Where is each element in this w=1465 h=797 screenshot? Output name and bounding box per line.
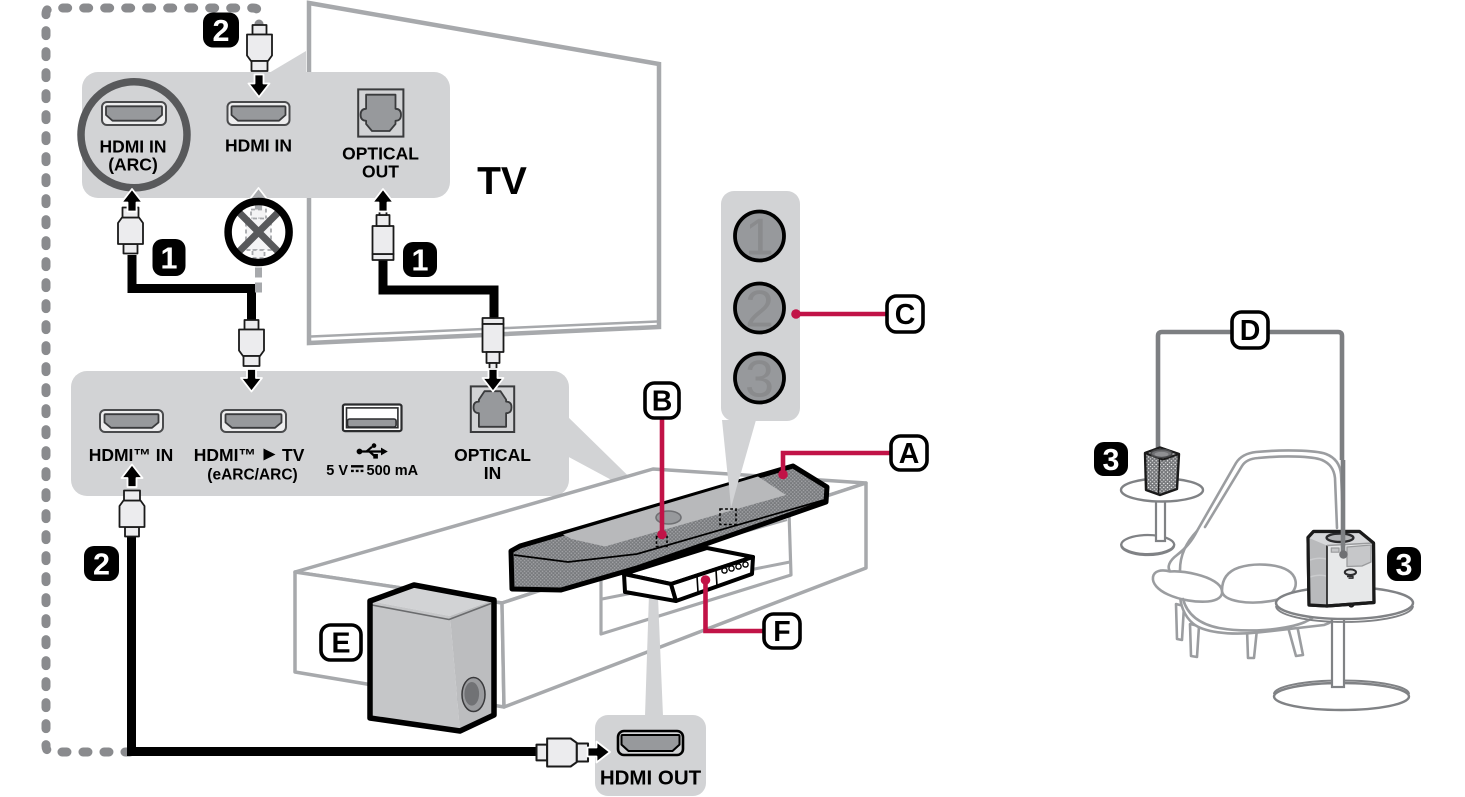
svg-text:HDMI IN: HDMI IN xyxy=(99,137,166,157)
svg-text:3: 3 xyxy=(1103,443,1120,477)
svg-text:HDMI™: HDMI™ xyxy=(194,445,256,465)
svg-text:OPTICAL: OPTICAL xyxy=(454,445,531,465)
svg-text:1: 1 xyxy=(412,243,429,277)
svg-text:(eARC/ARC): (eARC/ARC) xyxy=(207,467,297,484)
svg-text:OUT: OUT xyxy=(362,162,399,182)
svg-text:D: D xyxy=(1240,315,1261,347)
svg-text:HDMI OUT: HDMI OUT xyxy=(600,767,702,790)
svg-text:3: 3 xyxy=(1396,548,1413,582)
svg-text:F: F xyxy=(773,616,790,648)
svg-text:500 mA: 500 mA xyxy=(367,463,419,479)
svg-text:OPTICAL: OPTICAL xyxy=(342,144,419,164)
svg-text:HDMI™ IN: HDMI™ IN xyxy=(89,445,174,465)
svg-text:(ARC): (ARC) xyxy=(108,155,158,175)
svg-text:1: 1 xyxy=(745,209,774,267)
svg-text:5 V: 5 V xyxy=(326,463,348,479)
svg-text:TV: TV xyxy=(477,160,527,203)
svg-text:E: E xyxy=(331,628,350,660)
svg-text:B: B xyxy=(652,386,673,418)
svg-text:3: 3 xyxy=(745,351,774,409)
svg-text:C: C xyxy=(895,299,916,331)
svg-text:1: 1 xyxy=(161,241,178,275)
svg-text:IN: IN xyxy=(484,463,502,483)
svg-text:TV: TV xyxy=(282,445,305,465)
svg-text:2: 2 xyxy=(93,547,110,581)
svg-text:HDMI IN: HDMI IN xyxy=(225,136,292,156)
svg-text:2: 2 xyxy=(745,281,774,339)
svg-text:A: A xyxy=(899,438,920,470)
svg-text:2: 2 xyxy=(213,14,230,48)
